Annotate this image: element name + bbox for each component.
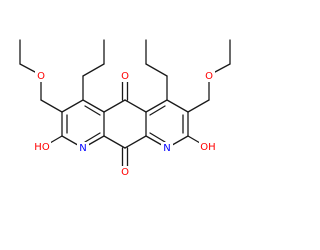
bond-double-inner [149,105,166,116]
ethoxymethyl-bond [187,99,210,113]
atom-symbol: HO [34,142,50,153]
bond-double-inner [149,132,166,143]
bond [145,99,168,113]
atom-symbol: O [205,71,213,82]
nitrogen-left-label: N [77,142,89,154]
nitrogen-right-label: N [161,142,173,154]
bond [166,99,189,113]
hydroxyl-bond [187,135,201,144]
propyl-bond [82,63,105,77]
hydroxyl-left-label: HO [33,141,51,153]
structure-drawing: O O O O N N HO OH [19,39,231,178]
bond-double-inner [84,105,101,116]
bond [61,99,84,113]
bond [103,135,126,149]
bond [124,99,147,113]
atom-symbol: N [79,143,86,154]
atom-label-layer: O O O O N N HO OH [33,70,217,178]
propyl-bond [145,63,168,77]
oxygen-top-label: O [119,70,131,82]
hydroxyl-bond [49,135,63,144]
bond [82,99,105,113]
atom-symbol: OH [200,142,215,153]
hydroxyl-right-label: OH [199,141,217,153]
ethoxymethyl-bond [19,63,36,73]
molecule-canvas: O O O O N N HO OH [19,39,231,178]
bond-layer [19,39,231,167]
bond [103,99,126,113]
atom-symbol: O [37,71,45,82]
oxygen-bottom-label: O [119,166,131,178]
ether-oxygen-left-label: O [35,70,47,82]
ethoxymethyl-bond [40,99,63,113]
atom-symbol: O [121,167,129,178]
atom-symbol: O [121,71,129,82]
atom-symbol: N [163,143,170,154]
bond [124,135,147,149]
bond-double-inner [84,132,101,143]
ethoxymethyl-bond [214,63,231,73]
ether-oxygen-right-label: O [203,70,215,82]
